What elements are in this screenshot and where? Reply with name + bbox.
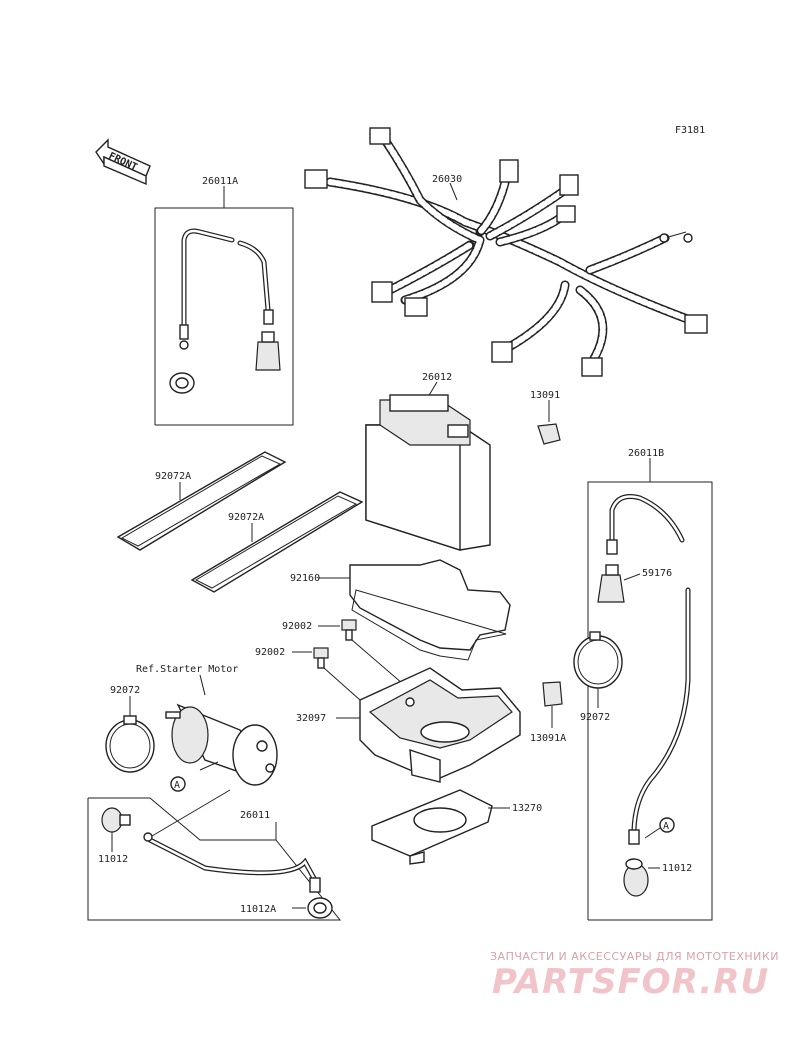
label-26011: 26011: [240, 810, 270, 821]
label-92002-2: 92002: [255, 647, 285, 658]
label-92072a-1: 92072A: [155, 471, 191, 482]
clamp-92072-left: 92072: [105, 685, 155, 773]
ref-starter-motor-note: Ref.Starter Motor: [136, 664, 238, 675]
label-92072a-2: 92072A: [228, 512, 264, 523]
battery-case-32097: 32097: [296, 667, 521, 783]
label-13091: 13091: [530, 390, 560, 401]
label-11012-right: 11012: [662, 863, 692, 874]
watermark-logo: PARTSFOR.RU: [492, 962, 769, 1002]
front-arrow-icon: FRONT: [95, 138, 151, 186]
label-11012-left: 11012: [98, 854, 128, 865]
tray-13270: 13270: [371, 789, 542, 865]
part-13091: 13091: [530, 390, 561, 445]
label-26011a: 26011A: [202, 176, 238, 187]
starter-cable-26011-group: 26011 11012 11012A: [87, 789, 342, 921]
watermark-line1: ЗАПЧАСТИ И АКСЕССУАРЫ ДЛЯ МОТОТЕХНИКИ: [490, 950, 779, 963]
label-92160: 92160: [290, 573, 320, 584]
watermark: ЗАПЧАСТИ И АКСЕССУАРЫ ДЛЯ МОТОТЕХНИКИ PA…: [490, 950, 779, 1002]
label-13091a: 13091A: [530, 733, 566, 744]
svg-text:A: A: [663, 821, 669, 832]
connector: [369, 127, 391, 145]
starter-motor-reference: Ref.Starter Motor A: [136, 664, 278, 792]
callout-a-right: [659, 817, 675, 833]
svg-text:A: A: [174, 780, 180, 791]
label-26011b: 26011B: [628, 448, 664, 459]
label-92072-left: 92072: [110, 685, 140, 696]
part-13091a: 13091A: [530, 681, 566, 744]
label-32097: 32097: [296, 713, 326, 724]
label-11012a: 11012A: [240, 904, 276, 915]
terminal-cover-26011a: [255, 341, 281, 371]
label-13270: 13270: [512, 803, 542, 814]
label-59176: 59176: [642, 568, 672, 579]
clamp-92072-right: 92072: [573, 631, 623, 723]
cable-26011a: [181, 228, 235, 328]
callout-a-left: [170, 776, 186, 792]
figure-code: F3181: [675, 125, 705, 136]
battery-26012: 26012: [365, 372, 491, 551]
battery-cable-26011b-group: 26011B 59176 11012 A: [587, 448, 713, 921]
bolts-92002: 92002 92002: [255, 619, 411, 701]
label-92002-1: 92002: [282, 621, 312, 632]
label-92072-right: 92072: [580, 712, 610, 723]
battery-cable-26011a-group: 26011A: [154, 176, 294, 426]
strap-92072a: 92072A 92072A: [116, 451, 364, 593]
wiring-harness-26030: 26030: [304, 127, 708, 377]
label-26030: 26030: [432, 174, 462, 185]
pad-92160: 92160: [290, 559, 511, 661]
label-26012: 26012: [422, 372, 452, 383]
